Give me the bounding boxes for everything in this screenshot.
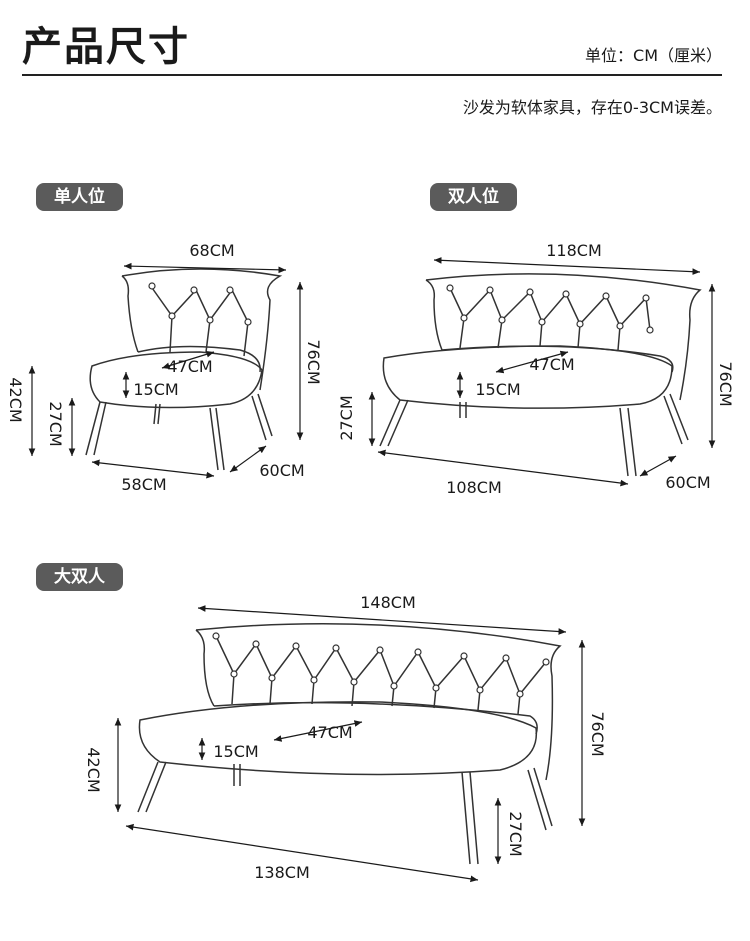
double-width-top-label: 118CM xyxy=(546,241,602,260)
double-width-bottom-label: 108CM xyxy=(446,478,502,497)
large-width-top-label: 148CM xyxy=(360,593,416,612)
tag-double-seat: 双人位 xyxy=(430,183,517,211)
single-seat-height-label: 42CM xyxy=(6,377,25,422)
large-height-label: 76CM xyxy=(588,711,607,756)
single-depth-label: 60CM xyxy=(259,461,304,480)
large-seat-height-label: 42CM xyxy=(84,747,103,792)
tolerance-note: 沙发为软体家具，存在0-3CM误差。 xyxy=(462,98,722,117)
single-seat-depth-label: 47CM xyxy=(167,357,212,376)
large-sofa-buttons xyxy=(212,632,550,698)
large-sofa-illustration xyxy=(137,623,562,865)
large-cushion-label: 15CM xyxy=(213,742,258,761)
large-seat-depth-label: 47CM xyxy=(307,723,352,742)
double-depth-label: 60CM xyxy=(665,473,710,492)
single-width-bottom-label: 58CM xyxy=(121,475,166,494)
double-seat-depth-label: 47CM xyxy=(529,355,574,374)
single-sofa-buttons xyxy=(148,282,252,326)
single-height-label: 76CM xyxy=(304,339,323,384)
double-sofa-illustration xyxy=(379,273,702,477)
tag-large-double: 大双人 xyxy=(36,563,123,591)
double-dimension-lines xyxy=(368,256,716,487)
double-cushion-label: 15CM xyxy=(475,380,520,399)
single-leg-height-label: 27CM xyxy=(46,401,65,446)
unit-label: 单位：CM（厘米） xyxy=(585,46,722,65)
double-height-label: 76CM xyxy=(716,361,735,406)
large-dimension-lines xyxy=(114,605,586,883)
title-divider xyxy=(22,74,722,76)
double-sofa-buttons xyxy=(446,284,654,334)
single-cushion-label: 15CM xyxy=(133,380,178,399)
tag-single-seat: 单人位 xyxy=(36,183,123,211)
single-sofa-illustration xyxy=(85,268,283,471)
double-leg-height-label: 27CM xyxy=(337,395,356,440)
single-width-top-label: 68CM xyxy=(189,241,234,260)
single-dimension-lines xyxy=(28,262,304,479)
large-leg-height-label: 27CM xyxy=(506,811,525,856)
page-title: 产品尺寸 xyxy=(22,24,190,70)
large-width-bottom-label: 138CM xyxy=(254,863,310,882)
